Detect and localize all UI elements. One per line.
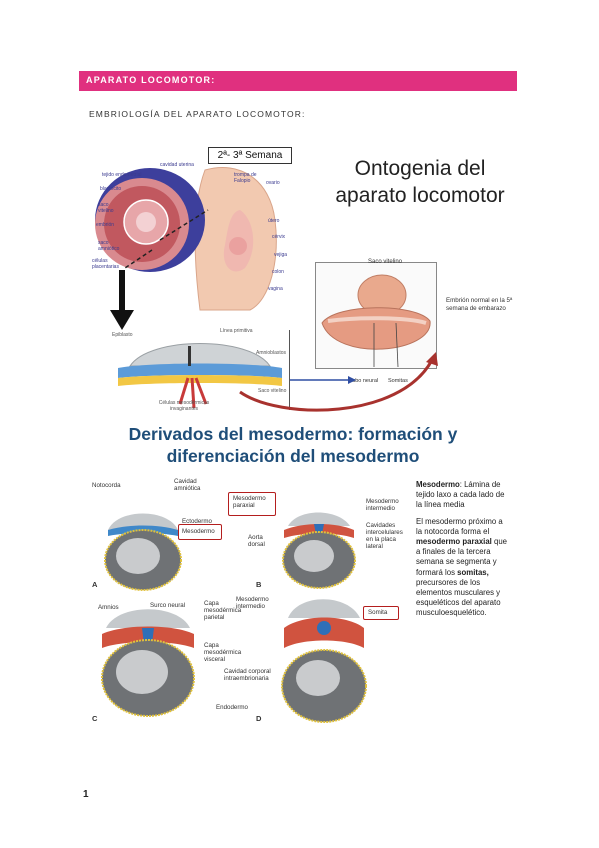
label-tejido-endometrial: tejido endometrial bbox=[102, 172, 142, 178]
section-header-bar: APARATO LOCOMOTOR: bbox=[79, 71, 517, 91]
divider-line bbox=[289, 330, 290, 410]
label-saco-vitelino-disc: Saco vitelino bbox=[258, 388, 287, 394]
text-p1-rest: : Lámina de tejido laxo a cada lado de l… bbox=[416, 480, 505, 510]
label-ovario: ovario bbox=[266, 180, 280, 186]
label-mesodermo-intermedio: Mesodermo intermedio bbox=[366, 498, 399, 512]
ontogenia-title: Ontogenia del aparato locomotor bbox=[335, 157, 505, 207]
embryonic-disc-illustration bbox=[118, 343, 282, 409]
label-vejiga: vejiga bbox=[274, 252, 288, 258]
label-mesodermo: Mesodermo bbox=[182, 528, 215, 535]
highlight-somita bbox=[363, 606, 399, 620]
text-p2-c: precursores de los elementos musculares … bbox=[416, 577, 501, 618]
label-cavidades: Cavidades intercelulares en la placa lat… bbox=[366, 522, 403, 550]
paragraph-mesodermo-paraxial: El mesodermo próximo a la notocorda form… bbox=[416, 517, 510, 619]
label-embrion-normal: Embrión normal en la 5ª semana de embara… bbox=[446, 297, 513, 312]
mesodermo-description: Mesodermo: Lámina de tejido laxo a cada … bbox=[416, 480, 510, 625]
label-somitas: Somitas bbox=[388, 378, 408, 384]
highlight-mesodermo-paraxial bbox=[228, 492, 276, 516]
label-notocorda: Notocorda bbox=[92, 482, 121, 489]
derivados-title: Derivados del mesodermo: formación y dif… bbox=[128, 424, 458, 466]
label-celulas-placentarias: células placentarias bbox=[92, 258, 119, 270]
label-capa-visceral: Capa mesodérmica visceral bbox=[204, 642, 242, 663]
label-vagina: vagina bbox=[268, 286, 283, 292]
uterus-illustration bbox=[95, 166, 277, 311]
label-utero: útero bbox=[268, 218, 280, 224]
label-mesodermo-intermedio-d: Mesodermo intermedio bbox=[236, 596, 269, 610]
label-capa-parietal: Capa mesodérmica parietal bbox=[204, 600, 242, 621]
label-saco-vitelino: saco vitelino bbox=[98, 202, 114, 214]
label-embrion: embrión bbox=[96, 222, 115, 228]
term-somitas: somitas, bbox=[457, 567, 489, 577]
section-subtitle: EMBRIOLOGÍA DEL APARATO LOCOMOTOR: bbox=[89, 109, 306, 119]
label-trompa: trompa de Falopio bbox=[234, 172, 257, 184]
mesoderm-figure: Notocorda Cavidad amniótica Ectodermo Me… bbox=[88, 478, 410, 733]
label-aorta-dorsal: Aorta dorsal bbox=[248, 534, 265, 548]
figure-letter-a: A bbox=[92, 580, 98, 589]
page-number: 1 bbox=[83, 789, 89, 800]
label-epiblasto: Epiblasto bbox=[112, 332, 133, 338]
figure-letter-c: C bbox=[92, 714, 98, 723]
embryonic-disc-figure: Epiblasto Línea primitiva Amnioblastos C… bbox=[110, 328, 290, 414]
label-cavidad-amniotica: Cavidad amniótica bbox=[174, 478, 201, 492]
week-label-box: 2ª- 3ª Semana bbox=[208, 147, 292, 164]
embryo-inset-illustration bbox=[321, 274, 431, 368]
highlight-mesodermo bbox=[178, 524, 222, 540]
label-mesodermo-paraxial: Mesodermo paraxial bbox=[233, 495, 266, 509]
text-p2-a: El mesodermo próximo a la notocorda form… bbox=[416, 516, 503, 536]
embryo-inset-frame: Saco vitelino bbox=[315, 259, 437, 369]
label-somita: Somita bbox=[368, 609, 388, 616]
label-inset-saco: Saco vitelino bbox=[368, 259, 403, 265]
label-tubo-neural: Tubo neural bbox=[349, 378, 379, 384]
section-header-title: APARATO LOCOMOTOR: bbox=[86, 75, 216, 85]
label-endodermo: Endodermo bbox=[216, 704, 248, 711]
label-amnioblastos: Amnioblastos bbox=[256, 350, 287, 356]
figure-letter-d: D bbox=[256, 714, 262, 723]
label-linea-primitiva: Línea primitiva bbox=[220, 328, 253, 334]
down-arrow-icon bbox=[110, 270, 134, 330]
label-celulas-mesodermicas: Células mesodérmicas invaginantes bbox=[158, 400, 210, 412]
label-cervix: cérvix bbox=[272, 234, 286, 240]
label-cavidad-corporal: Cavidad corporal intraembrionaria bbox=[224, 668, 271, 682]
mesoderm-illustration bbox=[101, 512, 367, 723]
text-p2-b: que a finales de la tercera semana se se… bbox=[416, 537, 508, 577]
connection-arrows bbox=[239, 352, 438, 412]
paragraph-mesodermo-def: Mesodermo: Lámina de tejido laxo a cada … bbox=[416, 480, 510, 511]
label-ectodermo: Ectodermo bbox=[182, 518, 212, 525]
label-saco-amniotico: saco amniótico bbox=[98, 240, 120, 252]
label-amnios: Amnios bbox=[98, 604, 119, 611]
figure-letter-b: B bbox=[256, 580, 262, 589]
term-mesodermo-paraxial: mesodermo paraxial bbox=[416, 537, 492, 547]
label-cavidad-uterina: cavidad uterina bbox=[160, 162, 194, 168]
label-colon: colon bbox=[272, 269, 284, 275]
label-blastocito: blastocito bbox=[100, 186, 122, 192]
label-surco-neural: Surco neural bbox=[150, 602, 186, 609]
term-mesodermo: Mesodermo bbox=[416, 480, 460, 489]
uterus-figure: tejido endometrial cavidad uterina blast… bbox=[80, 150, 310, 315]
